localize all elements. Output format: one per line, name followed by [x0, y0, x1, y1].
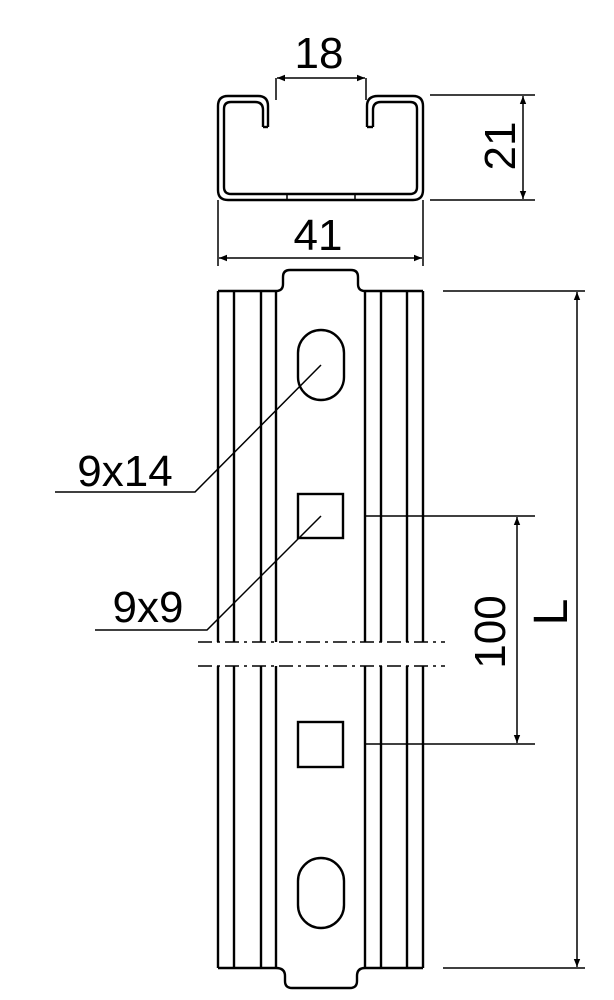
square-hole-upper — [296, 492, 345, 540]
dim-profile-height: 21 — [476, 122, 525, 171]
dimension-lines — [217, 74, 585, 969]
dim-length: L — [525, 599, 578, 626]
dim-hole-spacing: 100 — [466, 595, 515, 668]
break-lines — [198, 641, 445, 667]
slot-hole-upper — [296, 328, 346, 402]
callout-slot-hole: 9x14 — [77, 447, 172, 496]
rail-grooves-lower — [216, 666, 425, 968]
rail-front-view — [198, 268, 445, 990]
dim-slot-width: 18 — [295, 29, 344, 78]
leader-lines — [55, 364, 322, 631]
rail-grooves-upper — [216, 291, 425, 642]
callout-square-hole: 9x9 — [113, 583, 184, 632]
square-hole-lower — [296, 720, 345, 769]
profile-cross-section — [216, 94, 425, 202]
slot-hole-lower — [296, 856, 346, 930]
dim-profile-width: 41 — [294, 211, 343, 260]
